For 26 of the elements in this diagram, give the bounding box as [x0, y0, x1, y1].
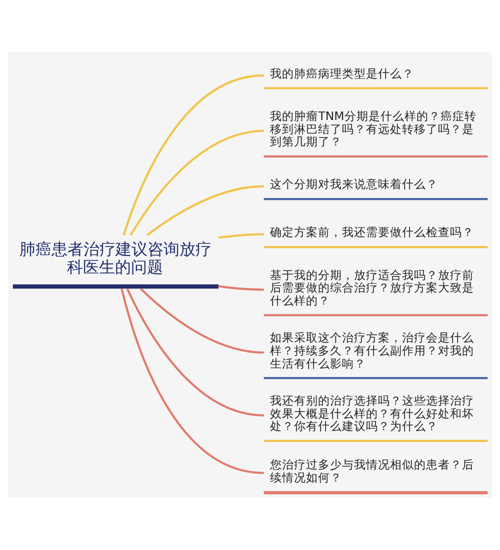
node-box	[264, 491, 488, 494]
connector	[218, 285, 264, 291]
node-label: 我还有别的治疗选择吗？这些选择治疗效果大概是什么样的？有什么好处和坏处？你有什么建议吗？为什么？	[270, 394, 474, 434]
node-label: 这个分期对我来说意味着什么？	[270, 177, 438, 192]
node-label: 如果采取这个治疗方案，治疗会是什么样？持续多久？有什么副作用？对我的生活有什么影响？	[270, 330, 474, 370]
connector	[146, 185, 264, 236]
node-label: 我的肺癌病理类型是什么？	[270, 66, 414, 80]
node-label: 您治疗过多少与我情况相似的患者？后续情况如何？	[270, 457, 474, 484]
node-label: 我的肿瘤TNM分期是什么样的？癌症转移到淋巴结了吗？有远处转移了吗？是到第几期了？	[270, 108, 476, 149]
connector	[126, 288, 264, 416]
node-box	[264, 314, 488, 316]
connector	[120, 288, 264, 474]
connector	[140, 288, 264, 354]
node-box	[264, 377, 488, 380]
node-box	[264, 155, 488, 158]
node-label: 肺癌患者治疗建议咨询放疗科医生的问题	[19, 239, 212, 277]
node-label: 确定方案前，我还需要做什么检查吗？	[270, 225, 474, 240]
node-box	[12, 284, 219, 289]
node-label: 基于我的分期，放疗适合我吗？放疗前后需要做的综合治疗？放疗方案大致是什么样的？	[270, 268, 474, 308]
node-box	[264, 198, 488, 200]
node-box	[264, 246, 488, 248]
node-box	[264, 440, 488, 442]
node-box	[264, 87, 488, 90]
connector	[130, 130, 264, 236]
connector	[218, 233, 264, 239]
connector	[122, 74, 264, 236]
